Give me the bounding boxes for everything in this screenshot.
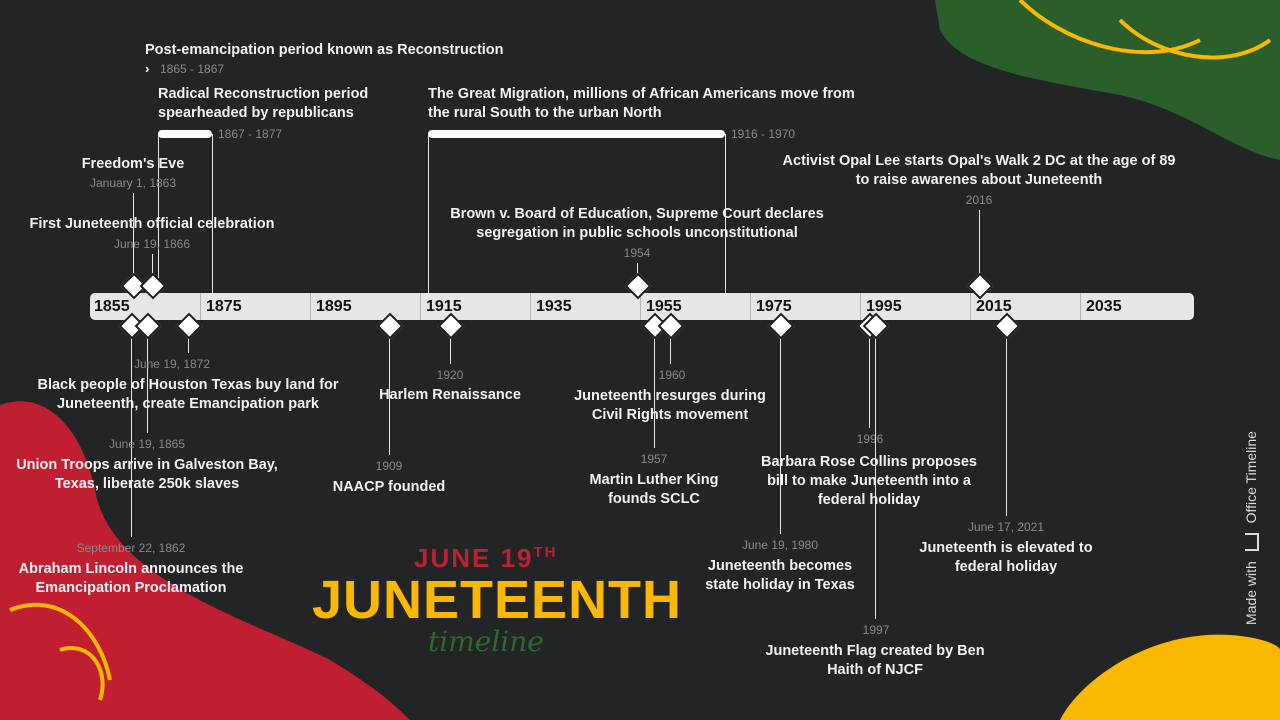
product-name: Office Timeline [1243, 431, 1259, 524]
range-title: Radical Reconstruction period spearheade… [158, 86, 369, 121]
office-timeline-logo-icon [1245, 533, 1260, 552]
green-blob [935, 0, 1280, 160]
milestone-title: Juneteenth resurges during Civil Rights … [574, 388, 766, 423]
milestone-title: Abraham Lincoln announces the Emancipati… [18, 561, 244, 596]
range-bar [158, 130, 212, 138]
yellow-blob [1060, 634, 1280, 720]
header-date-text: JUNE 19 [414, 543, 534, 573]
range-dates: 1867 - 1877 [218, 127, 283, 141]
milestone-date: January 1, 1863 [89, 176, 177, 190]
red-blob-swirl [9, 602, 112, 701]
milestone-title: First Juneteenth official celebration [29, 216, 275, 232]
range-end: 1877 [255, 127, 283, 141]
milestone-date: 1909 [375, 459, 403, 473]
milestone-title: Juneteenth Flag created by Ben Haith of … [765, 643, 985, 678]
tick-label: 1855 [94, 298, 130, 315]
milestone-date: June 19, 1865 [108, 437, 186, 451]
header-title: JUNETEENTH [312, 570, 683, 630]
range-connector [428, 134, 429, 293]
range-start: 1867 [218, 127, 245, 141]
red-blob [0, 401, 410, 720]
milestone-title: Juneteenth is elevated to federal holida… [919, 540, 1093, 575]
milestone-title: Black people of Houston Texas buy land f… [37, 377, 339, 412]
tick-label: 1975 [750, 293, 792, 320]
milestone-connector [131, 326, 132, 537]
milestone-connector [670, 326, 671, 364]
tick-label: 1875 [200, 293, 242, 320]
range-title: The Great Migration, millions of African… [428, 86, 855, 121]
milestone-date: June 17, 2021 [967, 520, 1045, 534]
milestone-date: 1954 [623, 246, 651, 260]
milestone-title: Union Troops arrive in Galveston Bay, Te… [16, 457, 278, 492]
milestone-date: 1960 [658, 368, 686, 382]
milestone-date: 1957 [640, 452, 668, 466]
timescale-bar: 1855 1875 1895 1915 1935 1955 1975 1995 2015 2035 [90, 293, 1194, 320]
range-start: 1865 [160, 62, 187, 76]
milestone-date: 2016 [965, 193, 993, 207]
milestone-title: Harlem Renaissance [379, 387, 521, 403]
milestone-title: Barbara Rose Collins proposes bill to ma… [761, 454, 977, 508]
milestone-connector [133, 193, 134, 286]
range-bar [428, 130, 725, 138]
header-date: JUNE 19TH [414, 544, 558, 572]
milestone-date: September 22, 1862 [76, 541, 186, 555]
milestone-date: 1996 [856, 432, 884, 446]
tick-label: 1895 [310, 293, 352, 320]
range-dates: 1916 - 1970 [731, 127, 796, 141]
range-title: Post-emancipation period known as Recons… [145, 42, 504, 58]
milestone-connector [869, 326, 870, 428]
milestone-connector [780, 326, 781, 534]
tick-label: 1935 [530, 293, 572, 320]
milestone-title: Brown v. Board of Education, Supreme Cou… [450, 206, 824, 241]
milestone-date: 1920 [436, 368, 464, 382]
milestone-date: June 19, 1872 [133, 357, 211, 371]
tick-label: 1955 [640, 293, 682, 320]
range-dates: 1865 - 1867 [160, 62, 225, 76]
milestone-connector [147, 326, 148, 433]
range-connector [158, 134, 159, 293]
milestone-connector [188, 326, 189, 353]
tick-label: 1915 [420, 293, 462, 320]
milestone-date: June 19, 1980 [741, 538, 819, 552]
milestone-connector [979, 210, 980, 286]
branding: Made with Office Timeline [1243, 431, 1260, 625]
header-date-suffix: TH [533, 544, 558, 561]
milestone-title: Martin Luther King founds SCLC [589, 472, 719, 507]
tick-label: 2015 [970, 293, 1012, 320]
milestone-title: Freedom's Eve [81, 156, 185, 172]
milestone-date: June 19, 1866 [113, 237, 191, 251]
tick-label: 2035 [1080, 293, 1122, 320]
range-end: 1867 [197, 62, 225, 76]
header-subtitle: timeline [428, 625, 544, 658]
made-with-label: Made with [1243, 561, 1259, 625]
milestone-connector [875, 326, 876, 619]
milestone-title: Juneteenth becomes state holiday in Texa… [705, 558, 855, 593]
range-start: 1916 [731, 127, 758, 141]
milestone-date: 1997 [862, 623, 890, 637]
milestone-connector [654, 326, 655, 448]
milestone-connector [450, 326, 451, 364]
tick-label: 1995 [860, 293, 902, 320]
range-connector [212, 134, 213, 293]
range-end: 1970 [768, 127, 796, 141]
range-connector [725, 134, 726, 293]
milestone-connector [152, 254, 153, 286]
milestone-title: Activist Opal Lee starts Opal's Walk 2 D… [782, 153, 1176, 188]
milestone-connector [1006, 326, 1007, 516]
milestone-title: NAACP founded [332, 479, 446, 495]
milestone-connector [389, 326, 390, 455]
chevron-icon: › [145, 61, 150, 76]
green-blob-swirl [1018, 0, 1272, 60]
